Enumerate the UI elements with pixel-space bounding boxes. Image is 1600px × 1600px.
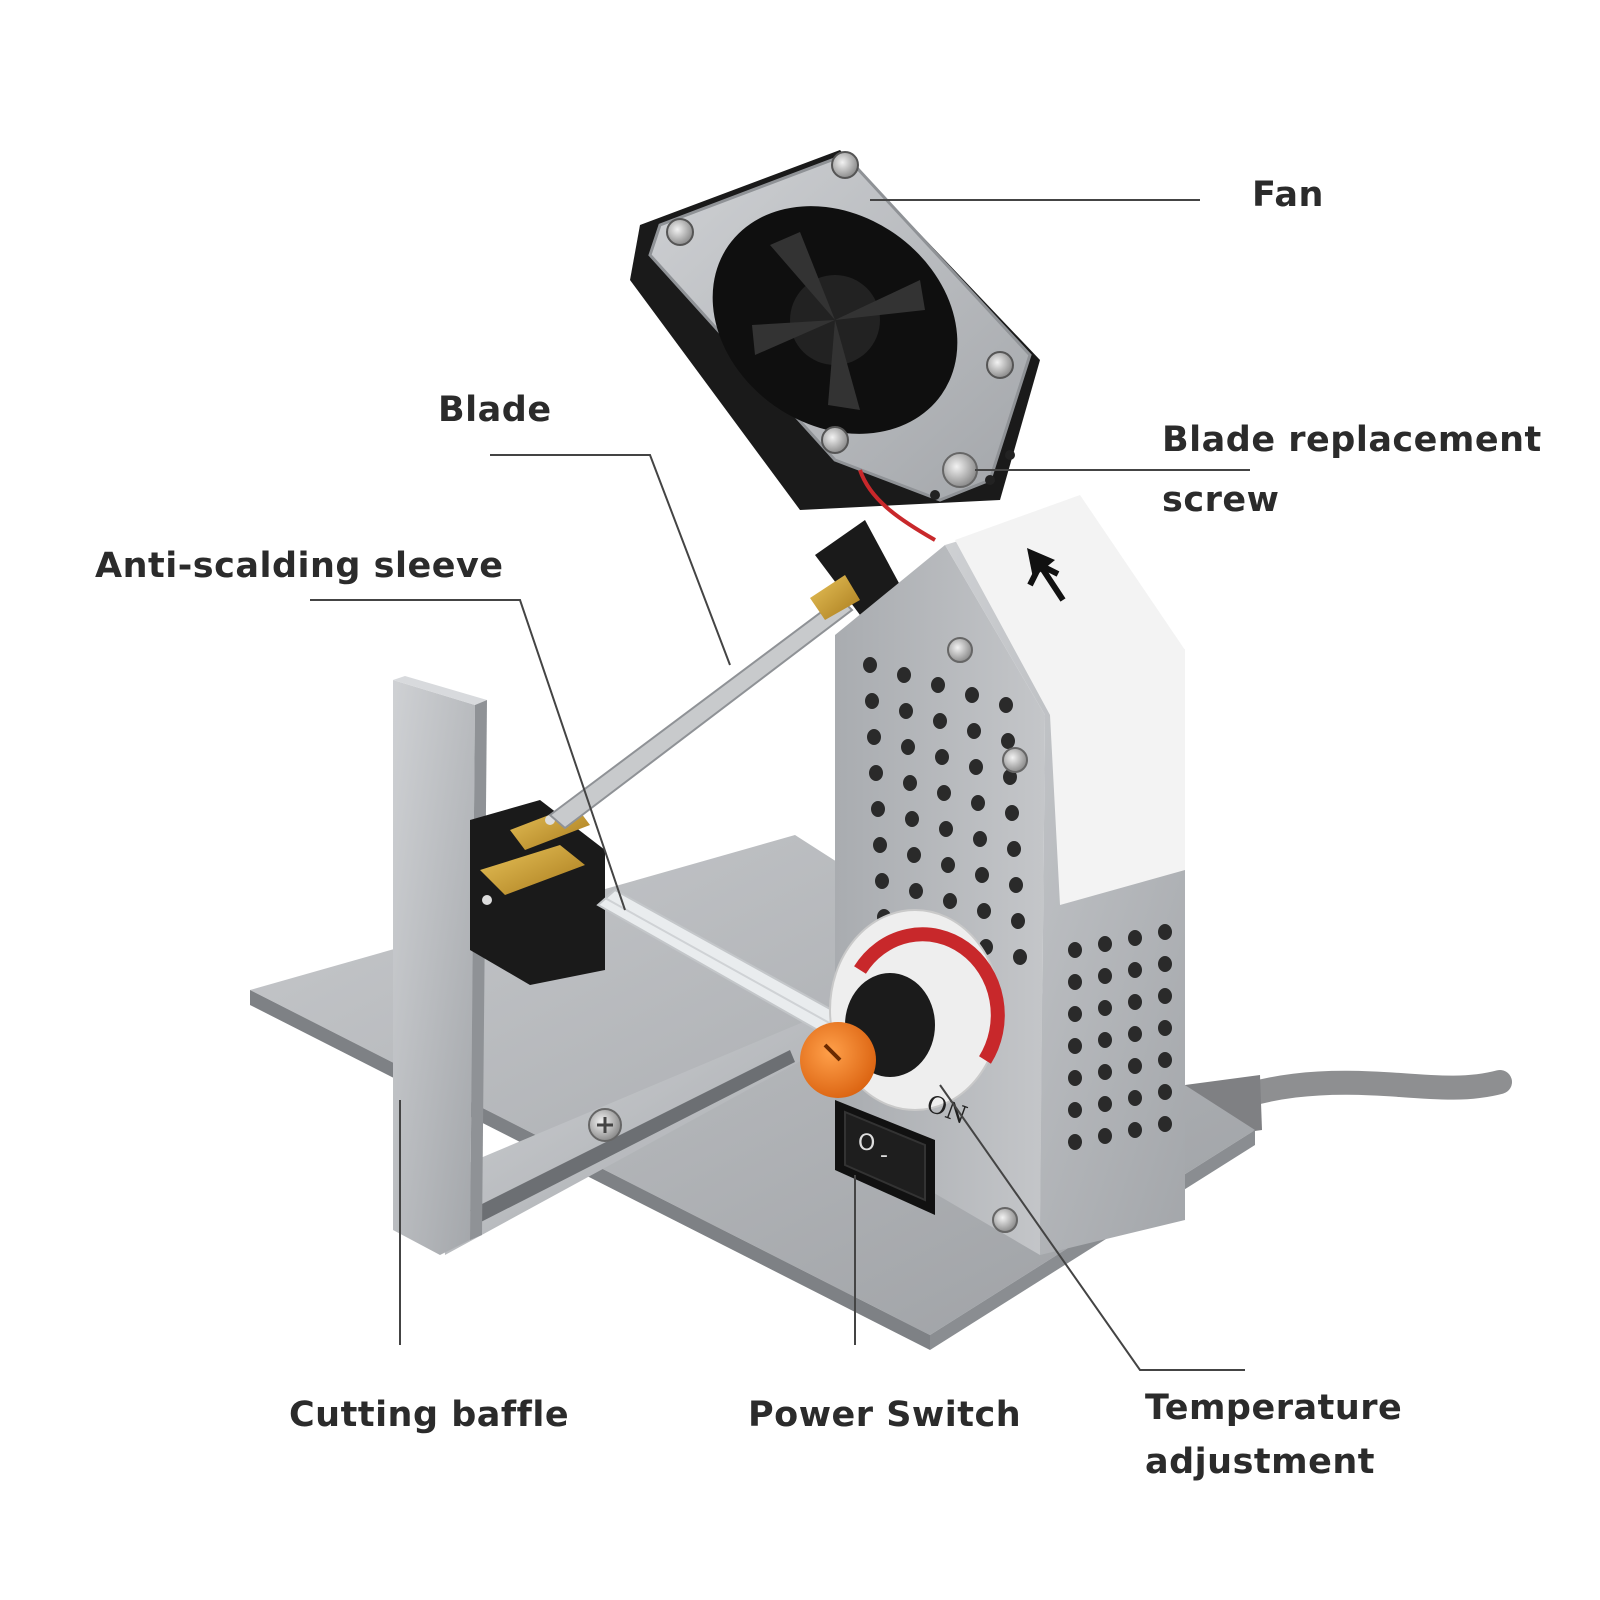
vent-hole bbox=[977, 903, 991, 919]
vent-hole bbox=[899, 703, 913, 719]
switch-on-symbol: - bbox=[880, 1143, 888, 1168]
vent-hole bbox=[1158, 956, 1172, 972]
vent-hole bbox=[1128, 1058, 1142, 1074]
blade-replacement-screw-label-line1: Blade replacement bbox=[1162, 420, 1542, 460]
vent-hole bbox=[905, 811, 919, 827]
vent-hole bbox=[965, 687, 979, 703]
fan-blade bbox=[835, 280, 925, 320]
vent-hole bbox=[1158, 924, 1172, 940]
vent-hole bbox=[1098, 1064, 1112, 1080]
vent-hole bbox=[865, 693, 879, 709]
vent-hole bbox=[1098, 1128, 1112, 1144]
power-switch[interactable]: O - bbox=[835, 1100, 935, 1215]
fan-assembly bbox=[630, 150, 1040, 542]
vent-hole bbox=[1098, 1096, 1112, 1112]
vent-hole bbox=[1007, 841, 1021, 857]
vent-hole bbox=[975, 867, 989, 883]
vent-hole bbox=[875, 873, 889, 889]
vent-hole bbox=[1068, 1038, 1082, 1054]
vent-hole bbox=[903, 775, 917, 791]
anti-scalding-sleeve-label: Anti-scalding sleeve bbox=[95, 546, 504, 586]
power-switch-label: Power Switch bbox=[748, 1395, 1022, 1435]
blade bbox=[548, 596, 854, 830]
vent-hole bbox=[941, 857, 955, 873]
vent-hole bbox=[1158, 988, 1172, 1004]
temperature-adjustment-label-line2: adjustment bbox=[1145, 1442, 1376, 1482]
vent-hole bbox=[939, 821, 953, 837]
temperature-knob[interactable] bbox=[800, 973, 935, 1098]
vent-hole bbox=[1158, 1084, 1172, 1100]
vent-hole bbox=[1128, 1026, 1142, 1042]
leader-lines bbox=[310, 199, 1250, 1371]
temperature-adjustment-label-line1: Temperature bbox=[1145, 1388, 1403, 1428]
upper-blade-holder bbox=[810, 520, 900, 620]
housing-screws bbox=[947, 637, 1028, 1233]
fan-blade bbox=[770, 232, 835, 320]
vent-hole bbox=[1098, 968, 1112, 984]
cutting-baffle bbox=[393, 676, 487, 1255]
vent-hole bbox=[1128, 930, 1142, 946]
vent-hole bbox=[943, 893, 957, 909]
front-label bbox=[955, 495, 1185, 905]
vent-hole bbox=[1128, 962, 1142, 978]
fan-label: Fan bbox=[1252, 175, 1324, 215]
lower-blade-holder bbox=[470, 800, 605, 985]
vent-hole bbox=[1068, 1070, 1082, 1086]
fan-blade bbox=[828, 320, 860, 410]
anti-scalding-sleeve-leader-line bbox=[310, 599, 626, 911]
vent-hole bbox=[873, 837, 887, 853]
vent-hole bbox=[1068, 974, 1082, 990]
blade-label: Blade bbox=[438, 390, 552, 430]
vent-hole bbox=[1128, 994, 1142, 1010]
vent-hole bbox=[1068, 1006, 1082, 1022]
vent-hole bbox=[969, 759, 983, 775]
vent-hole bbox=[1098, 1032, 1112, 1048]
blade-leader-line bbox=[490, 454, 731, 666]
vent-hole bbox=[1128, 1090, 1142, 1106]
switch-off-symbol: O bbox=[858, 1131, 875, 1156]
vent-hole bbox=[1128, 1122, 1142, 1138]
blade-replacement-screw-label-line2: screw bbox=[1162, 480, 1280, 520]
vent-hole bbox=[937, 785, 951, 801]
vent-hole bbox=[1098, 936, 1112, 952]
vent-hole bbox=[869, 765, 883, 781]
cutting-baffle-slider bbox=[440, 1015, 830, 1255]
vent-hole bbox=[1001, 733, 1015, 749]
temperature-scale-arc bbox=[854, 927, 1005, 1064]
vent-hole bbox=[901, 739, 915, 755]
fan-wire bbox=[858, 469, 936, 542]
vent-hole bbox=[1068, 942, 1082, 958]
blade-replacement-screw bbox=[942, 452, 978, 488]
vent-hole bbox=[971, 795, 985, 811]
vent-hole bbox=[973, 831, 987, 847]
vent-hole bbox=[967, 723, 981, 739]
temperature-adjustment-leader-line bbox=[939, 1084, 1245, 1371]
vent-hole bbox=[935, 749, 949, 765]
vent-hole bbox=[1158, 1020, 1172, 1036]
vent-hole bbox=[909, 883, 923, 899]
cutting-baffle-label: Cutting baffle bbox=[289, 1395, 570, 1435]
vent-hole bbox=[933, 713, 947, 729]
vent-hole bbox=[1005, 805, 1019, 821]
vent-hole bbox=[1013, 949, 1027, 965]
vent-hole bbox=[1158, 1052, 1172, 1068]
vent-hole bbox=[931, 677, 945, 693]
vent-hole bbox=[1068, 1102, 1082, 1118]
vent-hole bbox=[1003, 769, 1017, 785]
vent-hole bbox=[897, 667, 911, 683]
vent-hole bbox=[863, 657, 877, 673]
front-vent-holes bbox=[1068, 924, 1172, 1150]
vent-hole bbox=[907, 847, 921, 863]
vent-hole bbox=[871, 801, 885, 817]
vent-hole bbox=[1098, 1000, 1112, 1016]
vent-hole bbox=[867, 729, 881, 745]
vent-hole bbox=[999, 697, 1013, 713]
fan-blade bbox=[752, 320, 835, 355]
vent-hole bbox=[1011, 913, 1025, 929]
vent-hole bbox=[1068, 1134, 1082, 1150]
vent-hole bbox=[1158, 1116, 1172, 1132]
vent-hole bbox=[1009, 877, 1023, 893]
